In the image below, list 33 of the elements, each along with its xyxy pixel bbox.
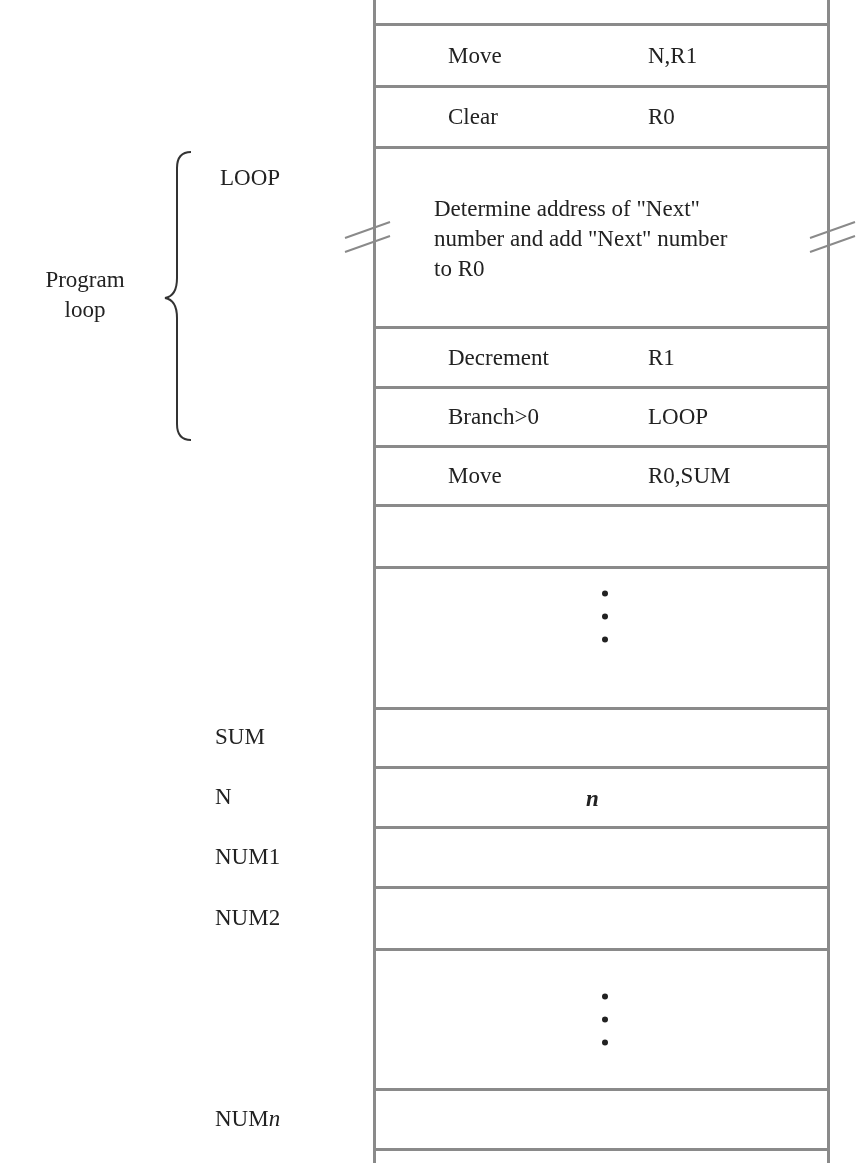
address-label: NUM1 [215, 844, 281, 870]
memory-cell [373, 826, 830, 889]
instruction-text: Clear [448, 104, 498, 130]
memory-cell [373, 948, 830, 1091]
address-label: SUM [215, 724, 265, 750]
instruction-text: Branch>0 [448, 404, 539, 430]
operand-text: R0,SUM [648, 463, 731, 489]
address-label: N [215, 784, 232, 810]
address-label: LOOP [220, 165, 281, 191]
memory-cell [373, 504, 830, 569]
memory-cell [373, 386, 830, 448]
memory-cell [373, 707, 830, 769]
memory-cell [373, 566, 830, 710]
memory-cell [373, 445, 830, 507]
memory-cell [373, 23, 830, 88]
address-label: NUMn [215, 1106, 281, 1132]
memory-cell [373, 326, 830, 389]
instruction-text: Move [448, 463, 502, 489]
instruction-text: Determine address of "Next" number and add "Next" number to R0 [434, 194, 729, 283]
memory-cell [373, 886, 830, 951]
address-label: NUM2 [215, 905, 281, 931]
memory-cell [373, 85, 830, 149]
cell-value: n [586, 785, 599, 812]
instruction-text: Decrement [448, 344, 549, 371]
instruction-text: Move [448, 42, 502, 69]
memory-cell [373, 766, 830, 829]
operand-text: R1 [648, 344, 675, 371]
memory-cell [373, 146, 830, 329]
operand-text: LOOP [648, 404, 709, 430]
operand-text: R0 [648, 104, 675, 130]
operand-text: N,R1 [648, 42, 698, 69]
memory-cell [373, 1088, 830, 1151]
bracket-label: Program loop [44, 266, 126, 324]
